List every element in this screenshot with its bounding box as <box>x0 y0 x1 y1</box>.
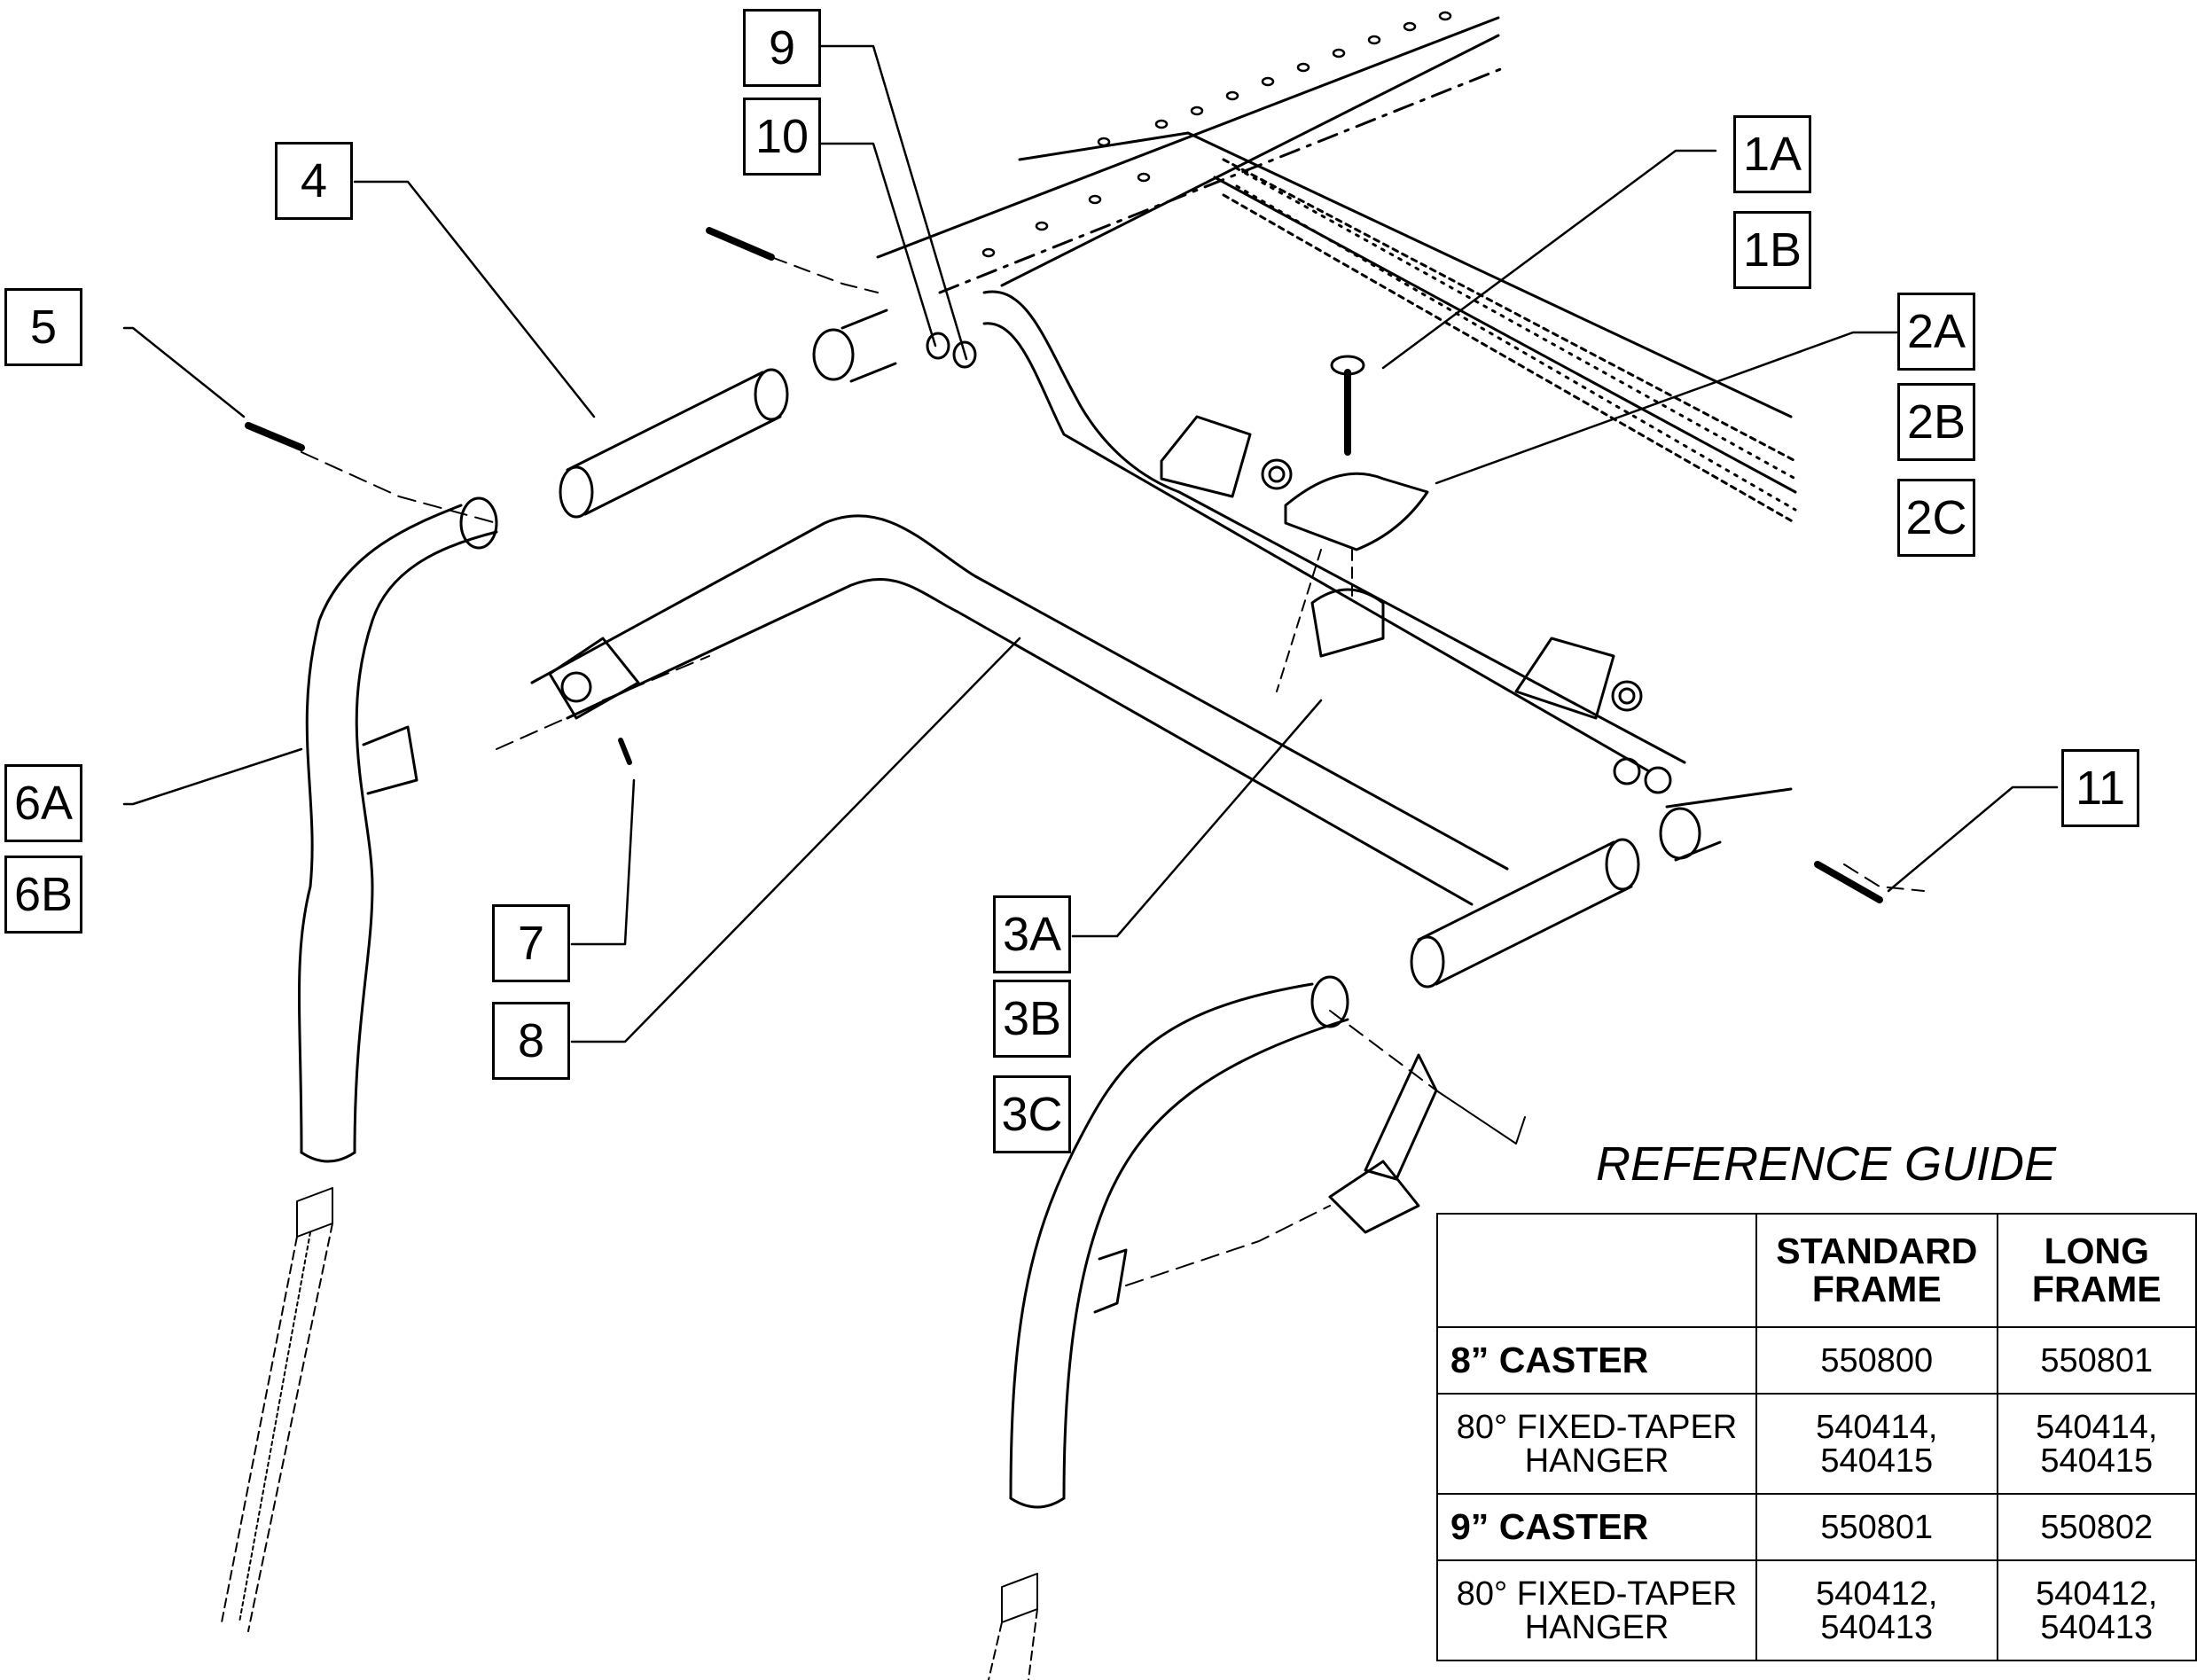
value-line: 540415 <box>2040 1442 2154 1480</box>
callout-1b: 1B <box>1733 211 1811 289</box>
value-line: 540413 <box>1820 1608 1934 1646</box>
reference-guide-table: STANDARD FRAME LONG FRAME 8” CASTER 5508… <box>1435 1213 2197 1661</box>
long-value: 550802 <box>1996 1493 2197 1561</box>
header-blank <box>1435 1213 1758 1328</box>
standard-value: 550801 <box>1755 1493 1998 1561</box>
value-line: 540414, <box>2036 1408 2158 1446</box>
table-row: 8” CASTER 550800 550801 <box>1435 1326 2197 1395</box>
standard-value: 550800 <box>1755 1326 1998 1395</box>
header-standard-frame: STANDARD FRAME <box>1755 1213 1998 1328</box>
callout-2b: 2B <box>1897 383 1975 461</box>
insert-tube-3 <box>1410 838 1640 988</box>
clamp-2a <box>1276 472 1429 692</box>
pivot-bolt-1a <box>1330 355 1365 456</box>
callout-4: 4 <box>275 142 353 220</box>
standard-value: 540412, 540413 <box>1755 1559 1998 1661</box>
side-frame-rail <box>876 11 1797 525</box>
callout-10: 10 <box>743 98 821 176</box>
callout-3c: 3C <box>993 1075 1071 1153</box>
label-line: 80° FIXED-TAPER <box>1456 1575 1738 1613</box>
insert-tube-4 <box>559 368 789 519</box>
rear-screw <box>245 422 497 524</box>
frame-crossbar <box>812 290 1793 862</box>
label-line: HANGER <box>1524 1442 1669 1480</box>
callout-2a: 2A <box>1897 293 1975 371</box>
standard-value: 540414, 540415 <box>1755 1393 1998 1495</box>
callout-11: 11 <box>2061 749 2139 827</box>
value-line: 540414, <box>1816 1408 1938 1446</box>
front-caster-post <box>988 1573 1038 1680</box>
long-value: 550801 <box>1996 1326 2197 1395</box>
row-label: 80° FIXED-TAPER HANGER <box>1435 1393 1758 1495</box>
top-bolt <box>706 227 977 369</box>
table-row: 80° FIXED-TAPER HANGER 540414, 540415 54… <box>1435 1393 2197 1495</box>
front-caster-stem <box>1009 975 1526 1509</box>
header-long-frame: LONG FRAME <box>1996 1213 2197 1328</box>
rear-caster-stem-6a <box>298 496 710 1163</box>
callout-9: 9 <box>743 9 821 87</box>
label-line: HANGER <box>1524 1608 1669 1646</box>
value-line: 540412, <box>1816 1575 1938 1613</box>
row-label: 9” CASTER <box>1435 1493 1758 1561</box>
value-line: 540412, <box>2036 1575 2158 1613</box>
long-value: 540414, 540415 <box>1996 1393 2197 1495</box>
row-label: 80° FIXED-TAPER HANGER <box>1435 1559 1758 1661</box>
label-line: 80° FIXED-TAPER <box>1456 1408 1738 1446</box>
callout-7: 7 <box>492 904 570 982</box>
long-value: 540412, 540413 <box>1996 1559 2197 1661</box>
callout-5: 5 <box>4 288 82 366</box>
callout-6a: 6A <box>4 764 82 842</box>
callout-3b: 3B <box>993 980 1071 1058</box>
callout-3a: 3A <box>993 895 1071 973</box>
value-line: 540413 <box>2040 1608 2154 1646</box>
callout-8: 8 <box>492 1002 570 1080</box>
table-row: 80° FIXED-TAPER HANGER 540412, 540413 54… <box>1435 1559 2197 1661</box>
callout-2c: 2C <box>1897 479 1975 557</box>
front-bolt <box>1814 861 1925 903</box>
row-label: 8” CASTER <box>1435 1326 1758 1395</box>
reference-guide-title: REFERENCE GUIDE <box>1596 1137 2057 1191</box>
table-header-row: STANDARD FRAME LONG FRAME <box>1435 1213 2197 1328</box>
front-tube-8 <box>530 514 1509 906</box>
leader-lines <box>122 44 2059 1043</box>
value-line: 540415 <box>1820 1442 1934 1480</box>
callout-1a: 1A <box>1733 115 1811 193</box>
callout-6b: 6B <box>4 856 82 934</box>
table-row: 9” CASTER 550801 550802 <box>1435 1493 2197 1561</box>
rear-caster-post <box>221 1187 333 1632</box>
